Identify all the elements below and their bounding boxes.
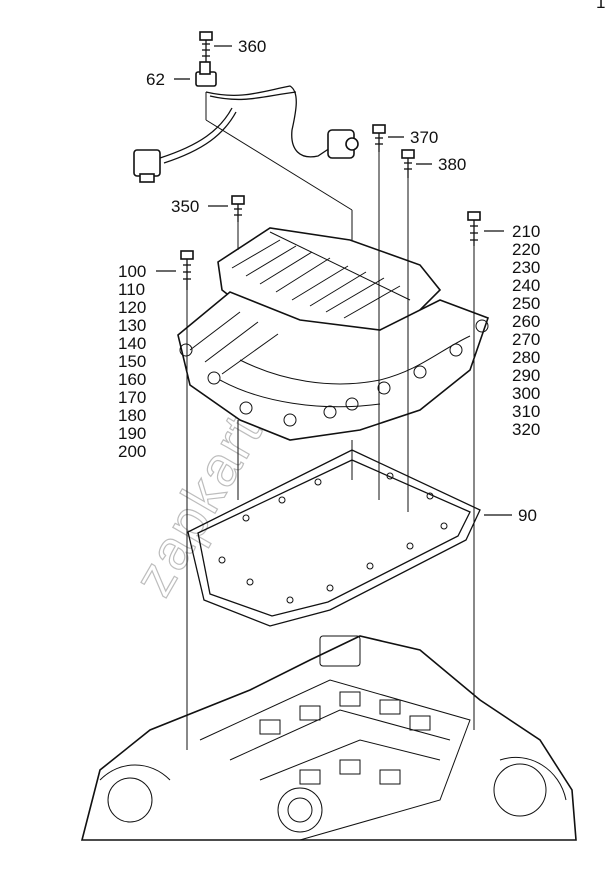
corner-mark: 12 (596, 0, 606, 12)
right-callout-stack: 210 220 230 240 250 260 270 280 290 300 … (512, 222, 540, 439)
callout-240: 240 (512, 276, 540, 295)
callout-62: 62 (146, 70, 165, 89)
callout-280: 280 (512, 348, 540, 367)
callout-110: 110 (118, 280, 145, 299)
gasket (187, 449, 481, 627)
wiring-harness (133, 61, 359, 183)
callout-180: 180 (118, 406, 146, 425)
callout-220: 220 (512, 240, 540, 259)
callout-360: 360 (238, 37, 266, 56)
callout-150: 150 (118, 352, 146, 371)
callout-270: 270 (512, 330, 540, 349)
callout-380: 380 (438, 155, 466, 174)
bolt-210 (467, 211, 481, 246)
bolt-380 (401, 149, 415, 178)
callout-290: 290 (512, 366, 540, 385)
bolt-370 (372, 124, 386, 152)
callout-190: 190 (118, 424, 146, 443)
bolt-360 (199, 31, 213, 62)
callout-160: 160 (118, 370, 146, 389)
callout-320: 320 (512, 420, 540, 439)
callout-260: 260 (512, 312, 540, 331)
callout-170: 170 (118, 388, 146, 407)
callout-130: 130 (118, 316, 146, 335)
callout-230: 230 (512, 258, 540, 277)
callout-250: 250 (512, 294, 540, 313)
callout-120: 120 (118, 298, 146, 317)
left-callout-stack: 100 110 120 130 140 150 160 170 180 190 … (118, 262, 146, 461)
callout-370: 370 (410, 128, 438, 147)
callout-300: 300 (512, 384, 540, 403)
callout-200: 200 (118, 442, 146, 461)
callout-100: 100 (118, 262, 146, 281)
callout-210: 210 (512, 222, 540, 241)
callout-leaders (156, 45, 512, 516)
callout-310: 310 (512, 402, 540, 421)
callout-90: 90 (518, 506, 537, 525)
guide-lines (186, 92, 475, 750)
callout-140: 140 (118, 334, 146, 353)
bolt-100 (180, 250, 194, 290)
transmission-case (80, 635, 577, 841)
callout-350: 350 (171, 197, 199, 216)
valve-body (177, 227, 490, 441)
bolt-350 (231, 195, 245, 222)
